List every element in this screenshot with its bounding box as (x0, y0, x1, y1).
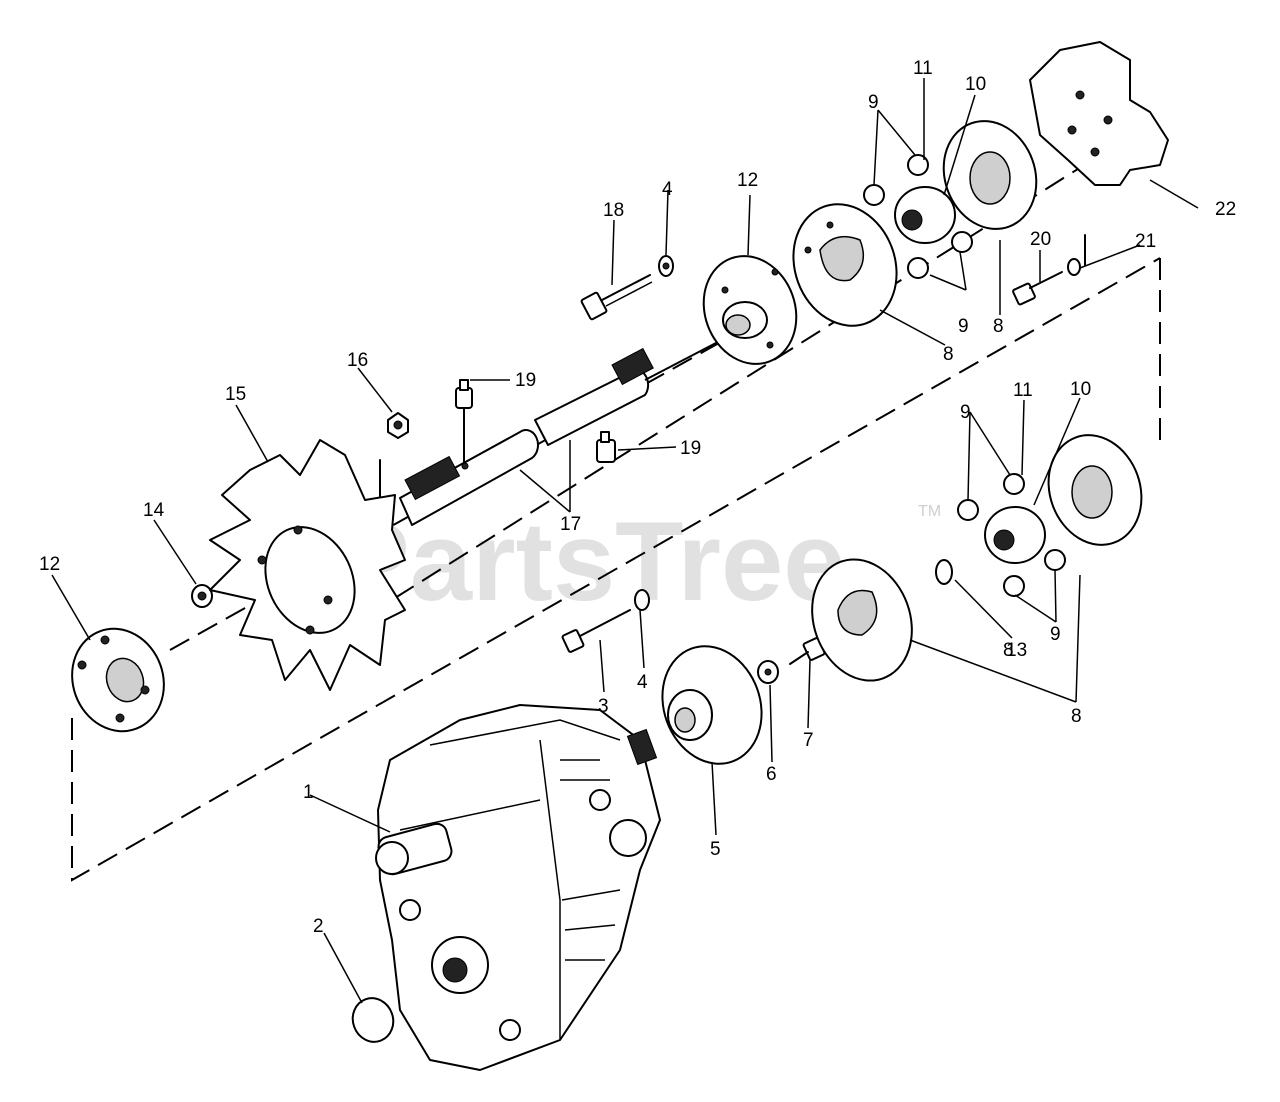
part-6-washer (757, 660, 779, 684)
callout-8-upper-a: 8 (943, 344, 954, 365)
part-12-upper-hub (702, 255, 798, 365)
part-8-upper-coupler-a (792, 203, 898, 327)
part-1-transmission (375, 704, 661, 1071)
callout-9-lower-top: 9 (960, 402, 971, 423)
part-18-screw (580, 274, 653, 321)
callout-20: 20 (1030, 229, 1051, 250)
callout-16: 16 (347, 350, 368, 371)
callout-6: 6 (766, 764, 777, 785)
part-4-lower-washer (634, 589, 650, 611)
callout-8-lower: 8 (1071, 706, 1082, 727)
part-11-upper-cage (942, 120, 1038, 230)
callout-3: 3 (598, 696, 609, 717)
part-22-pulley-housing (1029, 41, 1169, 186)
callout-15: 15 (225, 384, 246, 405)
watermark-trademark: TM (918, 503, 941, 520)
callout-21: 21 (1135, 231, 1156, 252)
callout-9-upper-top: 9 (868, 92, 879, 113)
part-10-lower-spider (984, 506, 1046, 564)
part-9-lower-balls (957, 473, 1066, 597)
callout-8-extra: 8 (1003, 640, 1014, 661)
callout-11-lower: 11 (1013, 380, 1033, 401)
callout-14: 14 (143, 500, 165, 521)
part-9-upper-balls (863, 154, 973, 279)
callout-8-upper-b: 8 (993, 316, 1004, 337)
callout-9-lower-bottom: 9 (1050, 624, 1061, 645)
part-16-nut (387, 412, 409, 439)
callout-9-upper-bottom: 9 (958, 316, 969, 337)
callout-13: 13 (1006, 640, 1027, 661)
part-5-drive-hub (661, 645, 763, 765)
callout-2: 2 (313, 916, 324, 937)
part-15-fan (209, 439, 406, 691)
callout-19-bottom: 19 (680, 438, 701, 459)
part-2-o-ring (351, 997, 395, 1043)
part-17-drive-shaft (399, 319, 761, 526)
part-20-bolt (1012, 271, 1063, 306)
callout-5: 5 (710, 839, 721, 860)
part-8-lower-coupler-a (811, 558, 913, 682)
part-4-top-washer (658, 255, 674, 277)
callout-12-left: 12 (39, 554, 60, 575)
callout-10-upper: 10 (965, 74, 986, 95)
callout-4-top: 4 (662, 179, 673, 200)
callout-1: 1 (303, 782, 314, 803)
callout-7: 7 (803, 730, 814, 751)
callout-22: 22 (1215, 199, 1236, 220)
callout-4-bottom: 4 (637, 672, 648, 693)
part-21-washer (1067, 258, 1081, 276)
callout-labels: 1 2 3 4 4 5 6 7 8 8 8 8 9 9 9 9 10 10 11… (39, 58, 1236, 937)
callout-18: 18 (603, 200, 624, 221)
part-3-screw (561, 609, 631, 653)
callout-19-top: 19 (515, 370, 536, 391)
callout-11-upper: 11 (913, 58, 933, 79)
leader-lines (51, 78, 1199, 1004)
callout-17: 17 (560, 514, 581, 535)
part-19-grease-fittings (455, 379, 616, 463)
callout-10-lower: 10 (1070, 379, 1091, 400)
part-12-left-hub (71, 627, 165, 733)
callout-12-upper: 12 (737, 170, 758, 191)
part-14-nut (191, 584, 213, 608)
part-13-retaining-ring (935, 559, 953, 585)
part-11-lower-cage (1047, 434, 1143, 546)
part-10-upper-spider (894, 186, 956, 244)
